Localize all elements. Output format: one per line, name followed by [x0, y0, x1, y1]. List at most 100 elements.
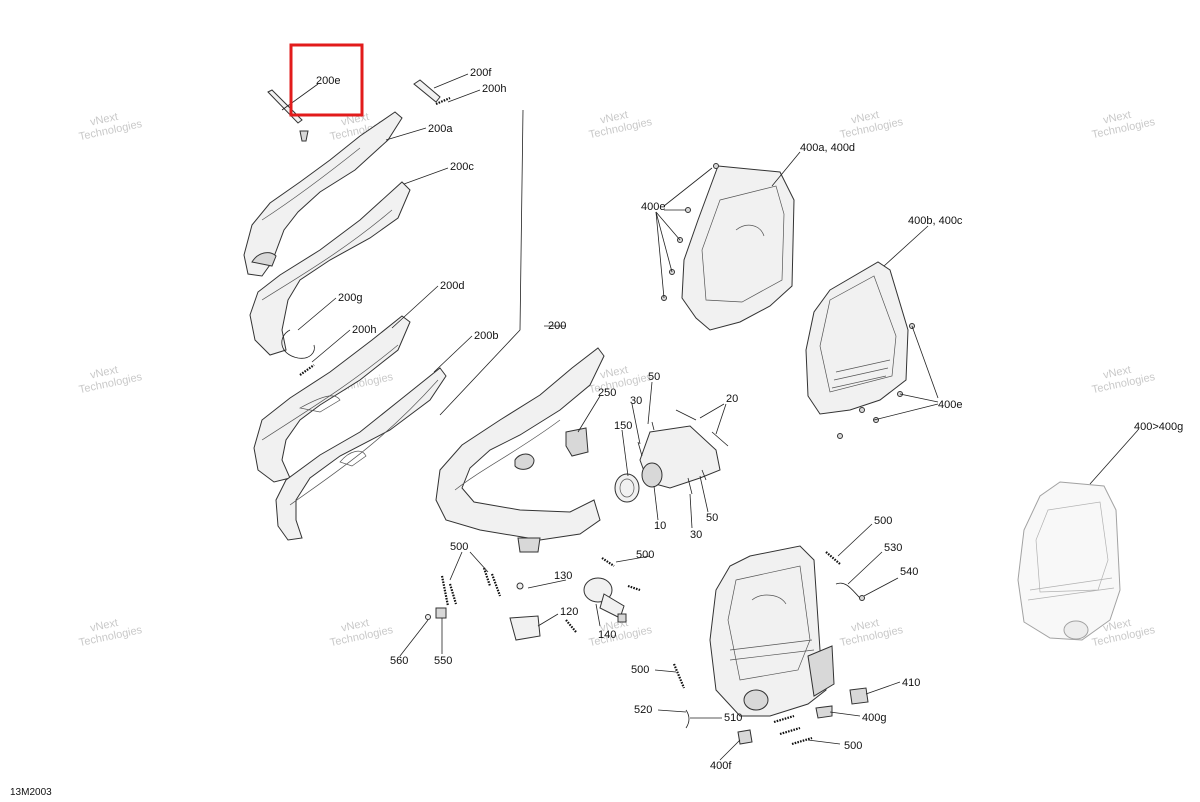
part-50-nut: [651, 421, 655, 431]
part-200h-spring: [299, 364, 315, 376]
callout-200b[interactable]: 200b: [474, 330, 498, 342]
callout-10[interactable]: 10: [654, 520, 666, 532]
callout-560[interactable]: 560: [390, 655, 408, 667]
part-500-spring: [825, 551, 841, 565]
part-250-bracket: [565, 427, 589, 457]
part-500-spring: [482, 567, 492, 587]
part-500-spring: [448, 583, 458, 605]
part-500-spring: [779, 726, 801, 736]
callout-540[interactable]: 540: [900, 566, 918, 578]
svg-text:vNext: vNext: [89, 111, 119, 129]
callout-130[interactable]: 130: [554, 570, 572, 582]
watermark: vNext Technologies: [78, 617, 144, 649]
part-500-spring: [440, 575, 450, 607]
callout-400b-400c[interactable]: 400b, 400c: [908, 215, 963, 227]
callout-200a[interactable]: 200a: [428, 123, 453, 135]
svg-text:vNext: vNext: [850, 617, 880, 635]
callout-200g[interactable]: 200g: [338, 292, 362, 304]
svg-text:vNext: vNext: [1102, 364, 1132, 382]
callout-400-range[interactable]: 400>400g: [1134, 421, 1183, 433]
callout-30[interactable]: 30: [630, 395, 642, 407]
watermark: vNext Technologies: [78, 111, 144, 143]
callout-140[interactable]: 140: [598, 629, 616, 641]
part-530-hook: [835, 582, 861, 599]
callout-150[interactable]: 150: [614, 420, 632, 432]
callout-50[interactable]: 50: [706, 512, 718, 524]
callout-200h[interactable]: 200h: [352, 324, 376, 336]
svg-text:vNext: vNext: [340, 617, 370, 635]
callout-50[interactable]: 50: [648, 371, 660, 383]
callout-400e[interactable]: 400e: [938, 399, 962, 411]
part-30-stud: [637, 441, 643, 457]
callout-500[interactable]: 500: [636, 549, 654, 561]
callout-530[interactable]: 530: [884, 542, 902, 554]
callout-500[interactable]: 500: [874, 515, 892, 527]
callout-520[interactable]: 520: [634, 704, 652, 716]
callout-120[interactable]: 120: [560, 606, 578, 618]
part-500-spring: [601, 557, 615, 567]
callout-200[interactable]: 200: [548, 320, 566, 332]
watermark: vNext Technologies: [329, 617, 395, 649]
part-20-gasket: [711, 431, 729, 447]
callout-400a-400d[interactable]: 400a, 400d: [800, 142, 855, 154]
callout-200d[interactable]: 200d: [440, 280, 464, 292]
part-500-spring: [773, 714, 795, 724]
part-200b-shield: [275, 367, 447, 541]
part-400e-fastener: [859, 407, 865, 413]
part-500-spring: [791, 736, 813, 746]
part-150-gasket: [614, 473, 640, 503]
callout-500[interactable]: 500: [631, 664, 649, 676]
callout-400e[interactable]: 400e: [641, 201, 665, 213]
part-200a-shield: [243, 111, 403, 277]
part-120-bracket: [509, 615, 541, 641]
svg-text:vNext: vNext: [89, 364, 119, 382]
part-400g-clip: [815, 705, 833, 719]
watermarks: vNext Technologies vNext Technologies vN…: [78, 109, 1157, 649]
callout-500[interactable]: 500: [450, 541, 468, 553]
part-400e-fastener: [873, 417, 879, 423]
highlight-box-200e: [289, 43, 364, 117]
callout-labels: 200e 200f 200h 200a 200c 200g 200d 200h …: [316, 67, 1183, 772]
part-200g-clamp: [281, 329, 315, 359]
watermark: vNext Technologies: [839, 109, 905, 141]
callout-400g[interactable]: 400g: [862, 712, 886, 724]
callout-400f[interactable]: 400f: [710, 760, 732, 772]
watermark: vNext Technologies: [1091, 109, 1157, 141]
svg-text:vNext: vNext: [599, 364, 629, 382]
part-500-spring: [627, 584, 641, 592]
callout-550[interactable]: 550: [434, 655, 452, 667]
callout-200e[interactable]: 200e: [316, 75, 340, 87]
callout-200c[interactable]: 200c: [450, 161, 474, 173]
svg-text:vNext: vNext: [1102, 617, 1132, 635]
part-400-assembly-faded: [1017, 481, 1121, 641]
part-550-clip: [435, 607, 447, 619]
part-520-pin: [685, 709, 690, 729]
callout-250[interactable]: 250: [598, 387, 616, 399]
leader-lines: [281, 73, 1139, 761]
part-400e-fastener: [837, 433, 843, 439]
callout-500[interactable]: 500: [844, 740, 862, 752]
part-500-spring: [490, 573, 502, 597]
part-500-spring: [672, 663, 686, 689]
part-200f-200h: [413, 79, 451, 106]
callout-510[interactable]: 510: [724, 712, 742, 724]
part-130-bolt: [516, 582, 524, 590]
watermark: vNext Technologies: [588, 109, 654, 141]
part-540-bolt: [859, 595, 865, 601]
svg-text:vNext: vNext: [599, 109, 629, 127]
callout-200f[interactable]: 200f: [470, 67, 492, 79]
callout-20[interactable]: 20: [726, 393, 738, 405]
part-560-bolt: [425, 614, 431, 620]
watermark: vNext Technologies: [78, 364, 144, 396]
callout-200h[interactable]: 200h: [482, 83, 506, 95]
watermark: vNext Technologies: [839, 617, 905, 649]
part-200c-shield: [249, 181, 411, 356]
callout-30[interactable]: 30: [690, 529, 702, 541]
part-410-bracket: [849, 687, 869, 705]
callout-410[interactable]: 410: [902, 677, 920, 689]
watermark: vNext Technologies: [1091, 364, 1157, 396]
part-50-nut: [701, 469, 707, 481]
leader-line-200: [439, 109, 524, 416]
svg-text:vNext: vNext: [89, 617, 119, 635]
